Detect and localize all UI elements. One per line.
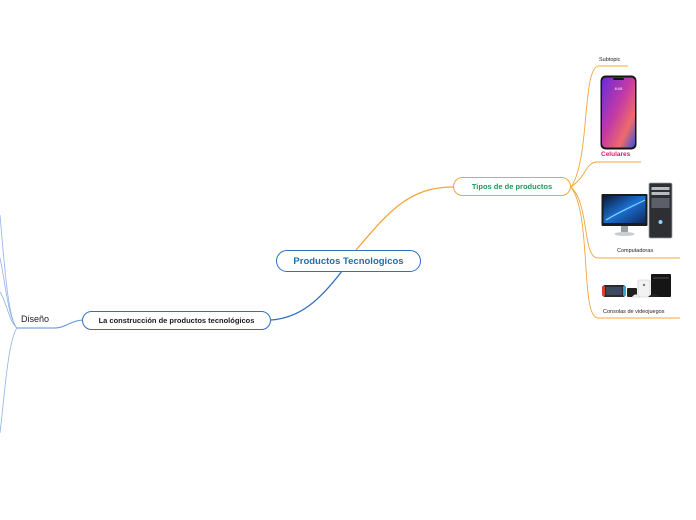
svg-text:8:08: 8:08 (615, 87, 623, 91)
central-topic[interactable]: Productos Tecnologicos (276, 250, 421, 272)
game-consoles-image (602, 274, 671, 298)
connector-diseno-up-3 (0, 291, 18, 329)
subtopic-placeholder[interactable]: Subtopic (599, 57, 621, 63)
connector-types-consoles (570, 186, 599, 319)
connector-central-construction (270, 270, 343, 321)
connector-central-types (355, 186, 454, 251)
smartphone-image: 8:08 (600, 75, 637, 150)
connector-types-computers (570, 186, 599, 259)
branch-types[interactable]: Tipos de de productos (453, 177, 571, 196)
branch-construction-label: La construcción de productos tecnológico… (98, 316, 255, 325)
connector-types-phones (570, 161, 599, 188)
subtopic-consoles[interactable]: Consolas de videojuegos (603, 309, 665, 315)
branch-construction[interactable]: La construcción de productos tecnológico… (82, 311, 271, 330)
desktop-computer-image (601, 182, 673, 239)
branch-types-label: Tipos de de productos (471, 182, 553, 191)
subtopic-phones[interactable]: Celulares (601, 151, 631, 158)
subtopic-computers[interactable]: Computadoras (617, 248, 654, 254)
connector-diseno-down (0, 327, 18, 434)
connector-diseno-up-2 (0, 257, 18, 329)
connector-types-subtopic (570, 65, 599, 188)
subtopic-diseno[interactable]: Diseño (21, 314, 50, 324)
connector-construction-diseno (54, 319, 83, 329)
central-topic-label: Productos Tecnologicos (293, 255, 404, 267)
